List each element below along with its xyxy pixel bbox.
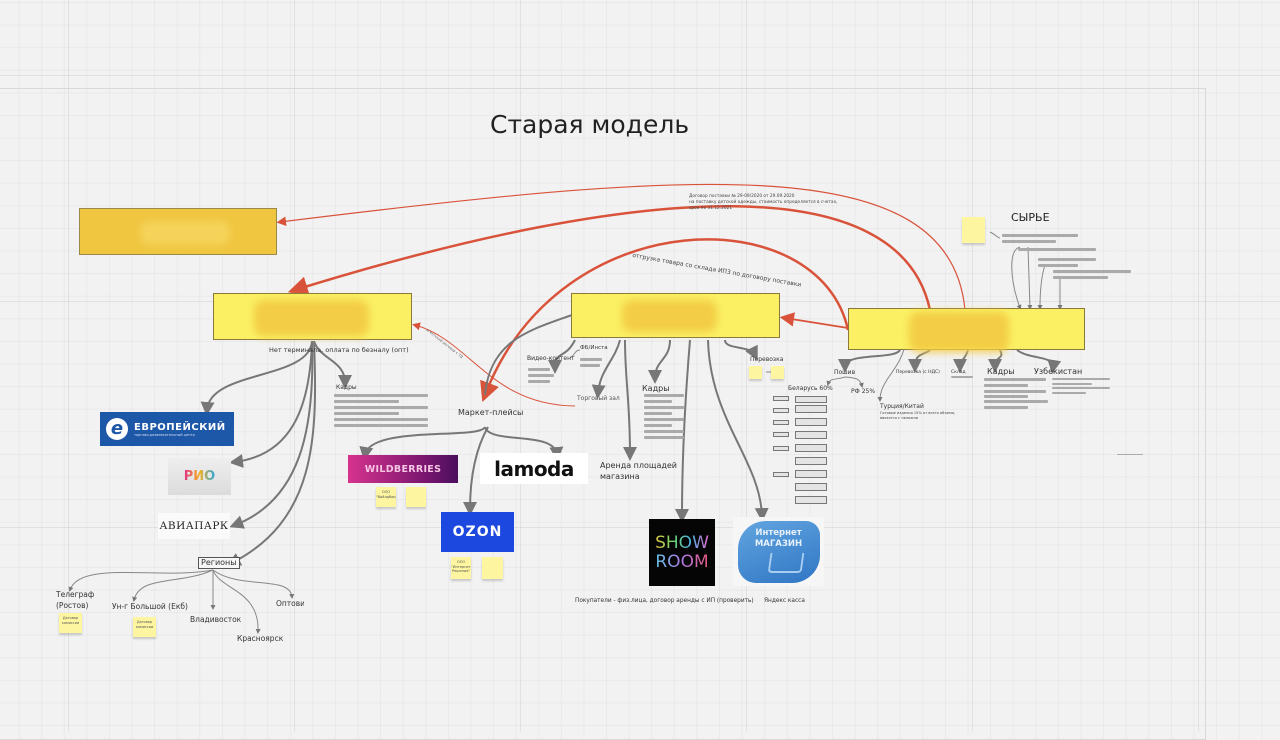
ip2-entity-box[interactable] — [571, 293, 780, 338]
raw-label: СЫРЬЕ — [1011, 211, 1050, 224]
turkey-label: Турция/Китай — [880, 403, 924, 410]
wildberries-logo[interactable]: WILDBERRIES — [348, 455, 458, 483]
kassa-caption: Яндекс касса — [764, 598, 805, 604]
ozon-name: OZON — [452, 524, 503, 540]
turkey-note-line: ввозятся с таможни — [880, 416, 919, 420]
lamoda-logo[interactable]: lamoda — [480, 453, 588, 484]
evropeisky-logo[interactable]: e ЕВРОПЕЙСКИЙ торгово-развлекательный це… — [100, 412, 234, 446]
trading-hall-label: Торговый зал — [577, 395, 620, 402]
sticky-note-bolshoy[interactable]: Договор комиссии — [133, 617, 156, 637]
transport-vat-label: Перевозка (с НДС) — [896, 370, 940, 375]
sticky-note-telegraf[interactable]: Договор комиссии — [59, 613, 82, 633]
regions-box[interactable]: Регионы — [198, 557, 240, 569]
video-content-label: Видео-контент — [527, 355, 575, 362]
ip2-staff-label: Кадры — [642, 384, 670, 393]
rf-label: РФ 25% — [851, 388, 876, 395]
region-vladivostok: Владивосток — [190, 615, 242, 624]
rio-logo[interactable]: РИО — [168, 458, 231, 495]
sticky-note-wb-entity[interactable]: ООО "Вайлдберриз" — [376, 487, 396, 507]
turkey-note: Готовые изделия 15% от всего объема, вво… — [880, 411, 955, 421]
turkey-note-line: Готовые изделия 15% от всего объема, — [880, 411, 956, 415]
social-label: ФБ/Инста — [580, 345, 608, 351]
top-left-entity-box[interactable] — [79, 208, 277, 255]
evropeisky-e-icon: e — [106, 418, 128, 440]
rent-label-line: магазина — [600, 472, 640, 481]
eshop-logo[interactable]: Интернет МАГАЗИН — [733, 517, 824, 586]
stray-line — [1117, 454, 1143, 455]
ip1-entity-box[interactable] — [213, 293, 412, 340]
cart-icon — [767, 553, 805, 573]
contract-note-line: Договор поставки № 29-09/2020 от 29.09.2… — [689, 194, 795, 199]
rent-label-line: Аренда площадей — [600, 461, 678, 470]
region-optovik: Оптовик — [276, 599, 304, 608]
showroom-line-1: SHOW — [655, 532, 709, 553]
aviapark-name: АВИАПАРК — [159, 520, 229, 532]
sticky-note-wb-details[interactable] — [406, 487, 426, 507]
belarus-label: Беларусь 60% — [788, 385, 833, 392]
buyers-caption: Покупатели - физ.лица, договор аренды с … — [575, 598, 754, 604]
sewing-label: Пошив — [834, 369, 856, 376]
evropeisky-subtitle: торгово-развлекательный центр — [134, 432, 195, 437]
ozon-logo[interactable]: OZON — [441, 512, 514, 552]
region-telegraf-label: Телеграф (Ростов) — [56, 590, 95, 610]
ip3-entity-box[interactable] — [848, 308, 1085, 352]
sticky-note-raw[interactable] — [962, 217, 985, 243]
ip3-staff-label: Кадры — [987, 367, 1015, 376]
evropeisky-name: ЕВРОПЕЙСКИЙ — [134, 421, 226, 433]
transport-label: Перевозка — [750, 356, 784, 363]
eshop-line-2: МАГАЗИН — [754, 538, 803, 549]
rio-name: РИО — [183, 469, 216, 484]
ip1-caption: Нет терминала, оплата по безналу (опт) — [269, 346, 409, 354]
region-bolshoy: Ун-г Большой (Екб) — [112, 602, 188, 611]
warehouse-label: Склад — [951, 370, 966, 375]
sticky-note-ozon-entity[interactable]: ООО "Интернет Решения" — [451, 557, 471, 579]
contract-note-line: срок по 31.12.2021 — [689, 206, 733, 211]
marketplaces-label: Маркет-плейсы — [458, 408, 524, 417]
rent-label: Аренда площадей магазина — [600, 460, 677, 482]
page-title: Старая модель — [490, 110, 690, 139]
contract-note: Договор поставки № 29-09/2020 от 29.09.2… — [689, 194, 837, 212]
wildberries-name: WILDBERRIES — [364, 463, 442, 475]
uzbek-label: Узбекистан — [1034, 367, 1083, 376]
warehouse-list — [951, 376, 973, 378]
sticky-note-transport-1[interactable] — [749, 366, 762, 379]
aviapark-logo[interactable]: АВИАПАРК — [158, 513, 230, 539]
sticky-note-transport-2[interactable] — [771, 366, 784, 379]
showroom-logo[interactable]: SHOW ROOM — [649, 519, 715, 586]
ip1-staff-label: Кадры — [336, 384, 357, 391]
eshop-line-1: Интернет — [755, 527, 802, 538]
lamoda-name: lamoda — [494, 456, 574, 481]
region-krasnoyarsk: Красноярск — [237, 634, 284, 643]
eshop-blob — [738, 521, 820, 583]
region-telegraf: Телеграф (Ростов) — [56, 589, 101, 611]
sticky-note-ozon-details[interactable] — [482, 557, 503, 579]
contract-note-line: на поставку детской одежды, стоимость оп… — [689, 200, 838, 205]
showroom-line-2: ROOM — [655, 551, 709, 572]
